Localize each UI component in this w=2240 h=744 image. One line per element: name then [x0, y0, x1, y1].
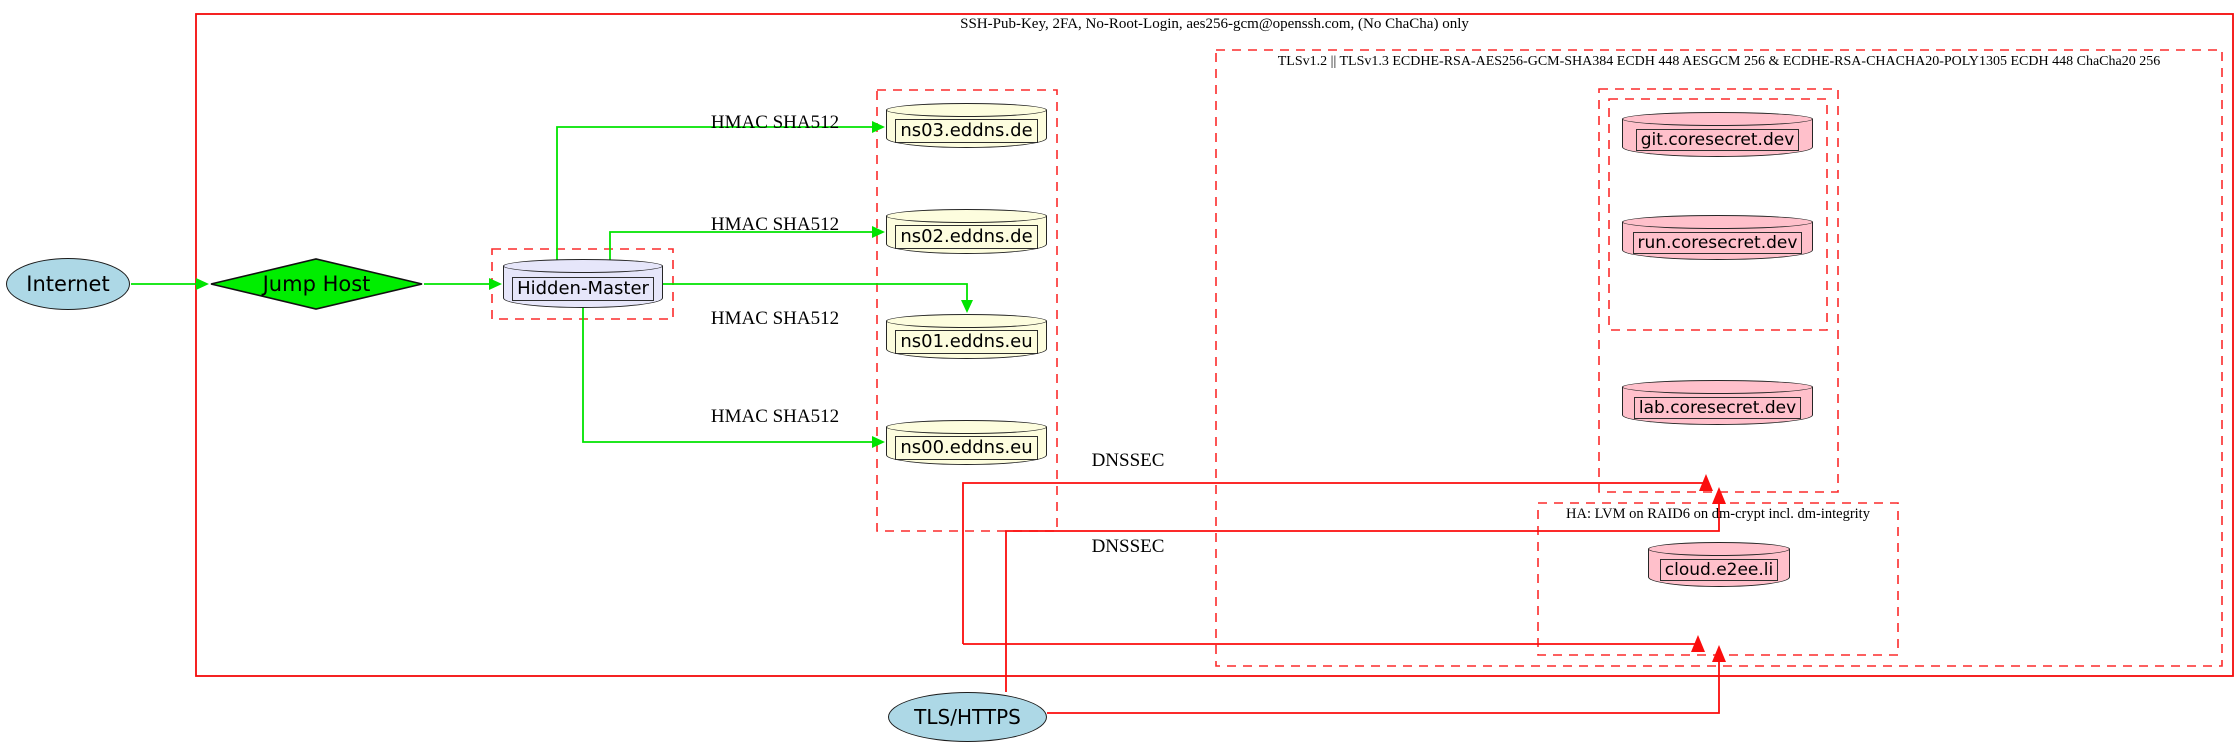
arrowhead-tlshttps-cloud [1712, 645, 1726, 662]
node-ns03-label: ns03.eddns.de [895, 119, 1038, 143]
arrowhead-dnssec-web [1699, 474, 1713, 491]
cylinder-top [1622, 112, 1813, 126]
edge-dnssec-web [962, 482, 1706, 644]
node-lab[interactable]: lab.coresecret.dev [1622, 380, 1813, 425]
node-hidden-master[interactable]: Hidden-Master [503, 259, 663, 308]
cylinder-top [886, 209, 1047, 223]
edge-hm-ns03 [556, 126, 872, 260]
node-jump-host-label: Jump Host [262, 272, 371, 296]
edge-label-hmac-ns00: HMAC SHA512 [710, 406, 840, 427]
edge-label-hmac-ns03: HMAC SHA512 [710, 112, 840, 133]
node-ns00[interactable]: ns00.eddns.eu [886, 420, 1047, 465]
cluster-ha-label: HA: LVM on RAID6 on dm-crypt incl. dm-in… [1566, 506, 1870, 522]
cluster-dns-border [876, 89, 1058, 532]
arrowhead-hiddenmaster [489, 278, 502, 290]
cluster-ssh-border [195, 13, 2234, 677]
cluster-tls-label: TLSv1.2 || TLSv1.3 ECDHE-RSA-AES256-GCM-… [1277, 54, 2161, 69]
node-tls-https-label: TLS/HTTPS [914, 705, 1021, 729]
cylinder-top [1648, 542, 1790, 556]
cylinder-top [886, 420, 1047, 434]
node-ns03[interactable]: ns03.eddns.de [886, 103, 1047, 148]
edge-label-dnssec-web: DNSSEC [1091, 450, 1165, 471]
edge-tlshttps-web [1005, 503, 1720, 692]
cylinder-top [886, 103, 1047, 117]
node-tls-https[interactable]: TLS/HTTPS [888, 692, 1047, 742]
diamond-shape [210, 258, 423, 310]
node-ns02-label: ns02.eddns.de [895, 225, 1038, 249]
cluster-ssh-label: SSH-Pub-Key, 2FA, No-Root-Login, aes256-… [960, 16, 1469, 32]
edge-label-hmac-ns02: HMAC SHA512 [710, 214, 840, 235]
arrowhead-jumphost [196, 278, 209, 290]
edge-hm-ns00 [582, 307, 872, 443]
node-cloud-label: cloud.e2ee.li [1659, 558, 1779, 582]
node-cloud[interactable]: cloud.e2ee.li [1648, 542, 1790, 587]
cylinder-body [503, 266, 663, 308]
cylinder-top [886, 314, 1047, 328]
cylinder-top [503, 259, 663, 273]
arrowhead-ns03 [872, 121, 885, 133]
node-ns02[interactable]: ns02.eddns.de [886, 209, 1047, 254]
node-internet-label: Internet [26, 272, 110, 296]
arrowhead-ns01 [961, 300, 973, 313]
edge-tlshttps-cloud [1047, 661, 1720, 714]
node-ns01[interactable]: ns01.eddns.eu [886, 314, 1047, 359]
node-jump-host[interactable]: Jump Host [210, 258, 423, 310]
arrowhead-tlshttps-web [1712, 487, 1726, 504]
node-hidden-master-label: Hidden-Master [512, 277, 654, 301]
arrowhead-ns00 [872, 436, 885, 448]
node-run-label: run.coresecret.dev [1632, 231, 1803, 255]
cylinder-top [1622, 215, 1813, 229]
edge-label-dnssec-cloud: DNSSEC [1091, 536, 1165, 557]
cluster-web-border [1598, 88, 1839, 493]
node-internet[interactable]: Internet [6, 258, 130, 310]
node-lab-label: lab.coresecret.dev [1633, 396, 1802, 420]
arrowhead-dnssec-cloud [1691, 635, 1705, 652]
edge-label-hmac-ns01: HMAC SHA512 [710, 308, 840, 329]
node-ns01-label: ns01.eddns.eu [895, 330, 1038, 354]
edge-hm-ns02 [609, 231, 872, 260]
node-ns00-label: ns00.eddns.eu [895, 436, 1038, 460]
edge-hm-ns01 [663, 283, 968, 300]
node-git[interactable]: git.coresecret.dev [1622, 112, 1813, 157]
arrowhead-ns02 [872, 226, 885, 238]
node-git-label: git.coresecret.dev [1635, 128, 1800, 152]
cylinder-top [1622, 380, 1813, 394]
cluster-tls-border [1215, 49, 2223, 667]
node-run[interactable]: run.coresecret.dev [1622, 215, 1813, 260]
